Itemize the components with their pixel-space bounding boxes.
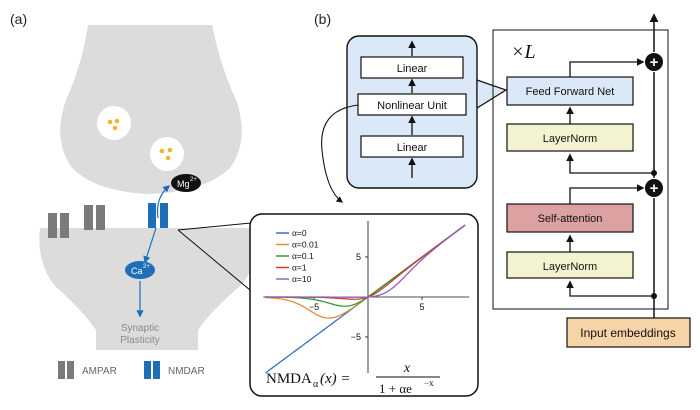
callout-line-top [177, 221, 263, 231]
ampar-receptor-2 [84, 205, 105, 230]
formula-numerator: x [403, 361, 411, 376]
postsynaptic-terminal [39, 228, 257, 350]
chart-legend-label-3: α=1 [292, 263, 307, 273]
formula-subscript: α [313, 379, 319, 390]
add-node-ffn: + [645, 53, 663, 71]
panel-label-b: (b) [314, 11, 331, 27]
plasticity-label-line2: Plasticity [120, 335, 159, 346]
ca-ion-label: Ca [131, 266, 143, 276]
detail-nonlinear-label: Nonlinear Unit [377, 100, 447, 112]
chart-legend-label-4: α=10 [292, 274, 312, 284]
vesicle-releasing [150, 137, 184, 171]
mg-unblock-arrow [156, 185, 171, 219]
detail-linear-bottom-label: Linear [397, 142, 428, 154]
arrow-ffn-to-add [569, 58, 645, 77]
formula-denominator: 1 + αe [379, 381, 412, 396]
detail-linear-top [360, 56, 464, 79]
chart-x-tick-label: −5 [309, 302, 319, 312]
repeat-label: ×L [511, 41, 536, 63]
formula-exponent: −x [424, 378, 434, 388]
ampar-receptor-1 [48, 213, 69, 238]
ca-ion: Ca 2+ [125, 261, 155, 279]
chart-legend-label-0: α=0 [292, 228, 307, 238]
self-attention-label: Self-attention [538, 213, 603, 225]
panel-label-a: (a) [10, 11, 27, 27]
detail-callout-wedge [476, 79, 508, 110]
chart-series-line-4 [265, 224, 466, 298]
vesicle-top [97, 106, 131, 140]
nonlinear-to-chart-arrow [321, 104, 359, 203]
nmdar-receptor [148, 203, 168, 228]
mg-ion-charge: 2+ [190, 177, 197, 183]
legend-ampar: AMPAR [58, 361, 117, 379]
presynaptic-terminal [60, 25, 242, 194]
ca-influx-arrow [143, 227, 157, 264]
arrow-to-layernorm-bottom [566, 280, 654, 297]
detail-nonlinear-unit [357, 93, 467, 116]
nmda-formula: NMDA α (x) = x 1 + αe −x [266, 361, 440, 396]
formula-arg: (x) = [320, 371, 351, 387]
layernorm-top [506, 123, 634, 152]
layernorm-bottom [506, 251, 634, 279]
chart-legend-label-2: α=0.1 [292, 251, 314, 261]
ffn-label: Feed Forward Net [526, 86, 615, 98]
mg-ion-label: Mg [177, 179, 190, 189]
input-embeddings-label: Input embeddings [580, 326, 675, 340]
plasticity-label-line1: Synaptic [121, 323, 159, 334]
chart-x-tick-label: 5 [419, 302, 424, 312]
mg-ion: Mg 2+ [171, 174, 201, 192]
callout-line-bottom [177, 229, 263, 301]
legend-ampar-label: AMPAR [82, 366, 117, 377]
layernorm-bottom-label: LayerNorm [543, 261, 597, 273]
add-node-attention-symbol: + [650, 180, 659, 197]
add-node-attention: + [645, 179, 663, 197]
chart-y-tick-label: −5 [351, 332, 361, 342]
transformer-block-frame [492, 29, 669, 310]
feed-forward-net-block [506, 76, 634, 106]
chart-legend-label-1: α=0.01 [292, 240, 319, 250]
formula-lhs: NMDA [266, 371, 312, 387]
chart-callout-box [249, 213, 479, 397]
chart-y-tick-label: 5 [356, 252, 361, 262]
arrow-attention-to-add [569, 184, 645, 204]
input-embeddings-block [566, 317, 691, 348]
detail-linear-top-label: Linear [397, 63, 428, 75]
arrow-to-layernorm-top [566, 153, 654, 174]
add-node-ffn-symbol: + [650, 54, 659, 71]
detail-linear-bottom [360, 135, 464, 158]
legend-nmdar: NMDAR [144, 361, 205, 379]
layernorm-top-label: LayerNorm [543, 133, 597, 145]
nmda-activation-chart: −5 5 −5 5 α=0 α=0.01α=0.1 α=1α=10 [263, 221, 470, 374]
self-attention-block [506, 203, 634, 233]
legend-nmdar-label: NMDAR [168, 366, 205, 377]
ca-ion-charge: 2+ [143, 264, 150, 270]
